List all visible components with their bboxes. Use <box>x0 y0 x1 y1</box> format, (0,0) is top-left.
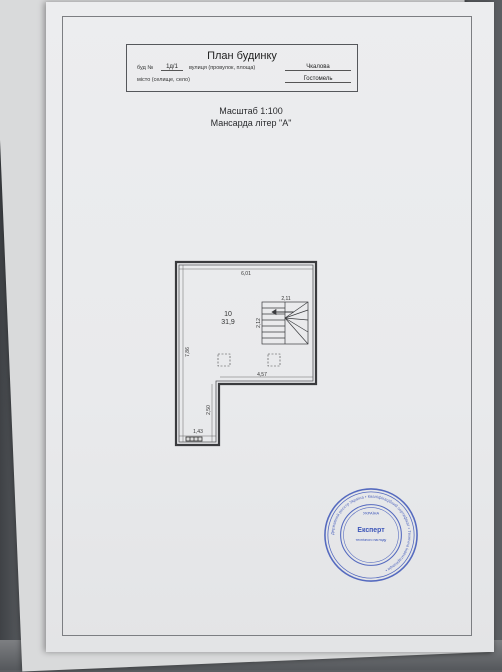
dim-stair-width: 2,11 <box>281 296 291 302</box>
city-value: Гостомель <box>285 76 351 83</box>
drawing-frame <box>62 16 472 636</box>
floor-label: Мансарда літер "А" <box>210 118 292 128</box>
room-number: 10 <box>224 311 232 318</box>
scale-label: Масштаб 1:100 <box>219 106 283 116</box>
city-label: місто (селище, село) <box>137 77 190 83</box>
room-area: 31,9 <box>221 319 235 326</box>
inner-wall <box>178 264 314 443</box>
dim-bottom: 1,43 <box>193 429 203 435</box>
blue-seal: Державний реєстр Україна • Кваліфікаційн… <box>324 488 418 582</box>
city-line: місто (селище, село) Гостомель <box>137 76 351 83</box>
seal-center: Експерт <box>357 527 385 534</box>
title-block: План будинку буд № 1д/1 вулиця (провулок… <box>126 44 358 92</box>
dim-lower-left: 2,50 <box>206 405 212 415</box>
street-label: вулиця (провулок, площа) <box>189 65 256 71</box>
roof-window-left <box>217 353 231 367</box>
plan-title: План будинку <box>207 50 277 62</box>
house-label: буд № <box>137 65 154 71</box>
dim-mid: 4,57 <box>257 372 267 378</box>
seal-country: УКРАЇНА <box>363 510 380 515</box>
dim-stair-height: 2,12 <box>256 318 262 328</box>
outer-wall <box>174 260 318 447</box>
staircase <box>261 301 309 345</box>
house-line: буд № 1д/1 вулиця (провулок, площа) Чкал… <box>137 64 351 71</box>
seal-inner-text: технічного нагляду <box>356 538 387 542</box>
dim-top: 6,01 <box>241 271 251 277</box>
house-number: 1д/1 <box>161 64 183 71</box>
roof-window-right <box>267 353 281 367</box>
dim-left: 7,86 <box>185 347 191 357</box>
document-sheet <box>46 2 494 652</box>
entry-marker <box>185 436 203 442</box>
street-value: Чкалова <box>285 64 351 71</box>
